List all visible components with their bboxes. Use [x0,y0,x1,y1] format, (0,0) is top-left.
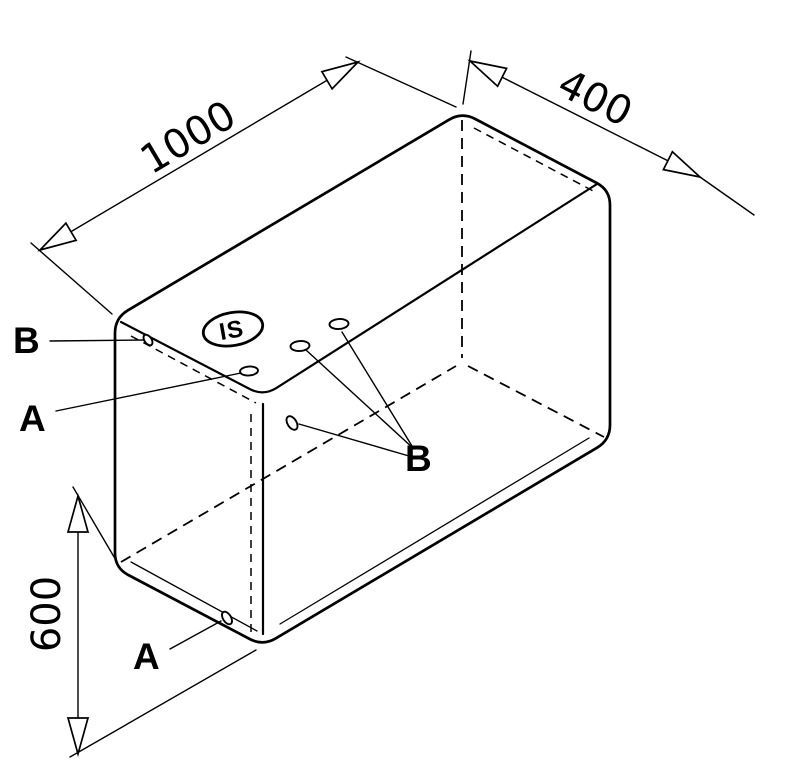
hole-b-top-1 [289,340,311,352]
label-b-middle: B [405,438,432,479]
extension-line-left [462,50,472,105]
hidden-edge-bottom-back-right [467,365,605,438]
leader-lines [49,331,415,650]
extension-line-right [699,176,755,216]
extension-line-left [30,242,113,315]
leader-b-middle-2 [305,349,415,450]
hole-b-side [285,415,299,431]
dimension-arrow-icon [66,717,90,758]
hidden-edge-bottom-back-left [120,365,457,563]
extension-line-bottom [69,649,257,758]
dimension-length: 1000 [30,56,457,315]
logo-ellipse [201,310,265,348]
label-a-bottom: A [133,636,160,677]
hole-b-top-2 [328,318,350,330]
dimension-arrow-icon [662,150,703,179]
hole-a-top [239,365,259,377]
dimension-text-length: 1000 [133,92,244,184]
tangent-edge-top-front [130,335,257,404]
extension-line-right [345,56,457,108]
tank-body [113,114,612,644]
tangent-edge-top-right [473,127,598,194]
dimension-text-height: 600 [24,576,70,652]
hidden-edges [120,120,605,636]
dimension-line [39,61,359,251]
hole-a-bottom [221,610,233,626]
tank-top-front-edges [119,182,599,394]
dimension-arrow-icon [37,221,78,252]
leader-b-middle-1 [341,331,413,447]
tank-holes [142,318,350,626]
hole-b-corner [142,333,154,347]
extension-line-top [72,486,118,563]
label-b-top: B [13,320,40,361]
dimension-width: 400 [462,50,755,216]
dimension-arrow-icon [467,59,508,88]
logo-text: IS [217,315,246,346]
leader-a-left [55,372,242,412]
dimension-height: 600 [24,486,257,758]
leader-a-bottom [169,620,222,650]
label-a-left: A [19,398,46,439]
logo: IS [201,310,265,348]
dimension-text-width: 400 [550,61,639,137]
dimension-arrow-icon [320,60,361,91]
dimension-line [469,60,701,178]
leader-b-top [49,339,145,342]
dimension-arrow-icon [66,492,90,533]
leader-b-middle-3 [298,423,410,457]
tangent-edge-bottom-left [130,561,258,632]
callout-labels: B A B A [13,320,432,677]
tank-outline [113,114,612,644]
tangent-edge-bottom-right [279,437,590,625]
